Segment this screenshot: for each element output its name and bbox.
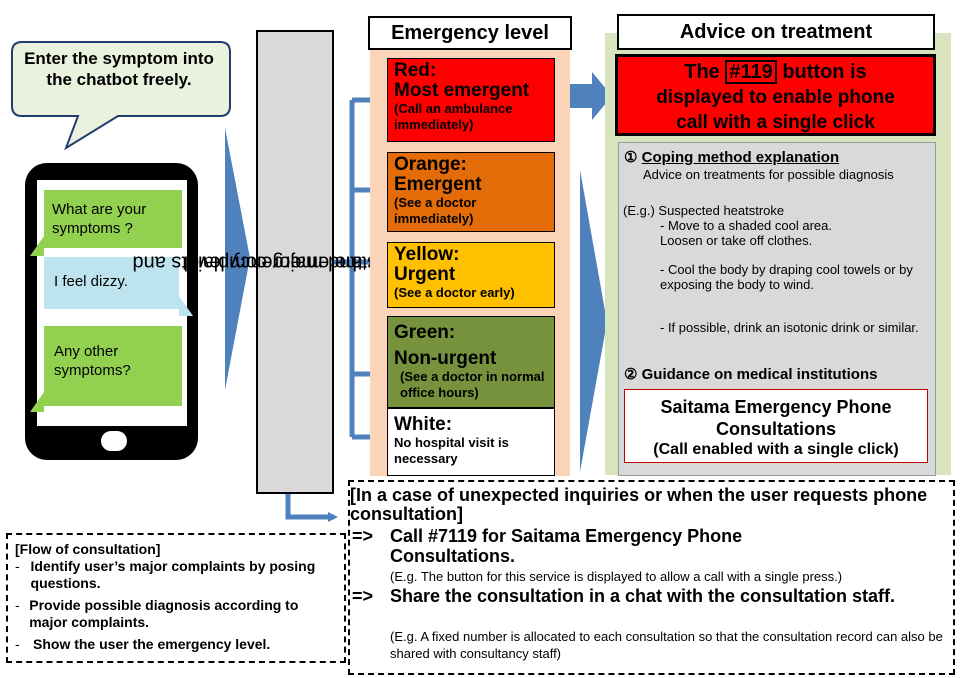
level-green: Green: Non-urgent (See a doctor in norma… [387,316,555,408]
coping-item: - If possible, drink an isotonic drink o… [660,320,919,335]
level-green-label: Non-urgent [394,348,497,369]
emergency-level-title: Emergency level [368,16,572,50]
guidance-heading: ② Guidance on medical institutions [624,366,878,383]
level-yellow: Yellow: Urgent (See a doctor early) [387,242,555,308]
level-red-name: Red: [394,60,437,81]
bubble-text: Enter the symptom into the chatbot freel… [24,49,214,89]
level-orange-name: Orange: [394,154,467,175]
option-share-chat: =>Share the consultation in a chat with … [352,586,896,606]
button-119[interactable]: #119 [725,60,777,84]
level-orange-label: Emergent [394,174,482,195]
level-red: Red: Most emergent (Call an ambulance im… [387,58,555,142]
advice-title: Advice on treatment [617,14,935,50]
guidance-box-title: Saitama Emergency Phone Consultations [660,397,892,439]
coping-heading: ① Coping method explanation [624,149,840,166]
coping-item: - Cool the body by draping cool towels o… [660,262,913,292]
level-green-name: Green: [394,322,456,343]
chat-bubble-bot-question: What are your symptoms ? [44,190,182,248]
speech-bubble [11,41,231,151]
example-heading: (E.g.) Suspected heatstroke [623,203,785,218]
unexpected-box [348,480,955,675]
arrow-red-to-call [558,72,612,120]
flow-item: -Show the user the emergency level. [15,636,271,652]
option-call-7119-note: (E.g. The button for this service is dis… [390,569,843,584]
process-box [256,30,334,494]
level-white: White: No hospital visit is necessary [387,408,555,476]
chat-bubble-user-answer: I feel dizzy. [44,257,179,309]
call-box-line3: call with a single click [676,112,875,133]
flow-title: [Flow of consultation] [15,541,161,557]
call-box-pre: The [684,61,720,83]
guidance-box-note: (Call enabled with a single click) [653,441,899,458]
saitama-call-button[interactable]: Saitama Emergency Phone Consultations (C… [624,389,928,463]
level-green-note: (See a doctor in normal office hours) [400,369,545,400]
phone-home-button [101,431,127,451]
level-yellow-note: (See a doctor early) [394,285,515,300]
level-orange-note: (See a doctor immediately) [394,195,477,226]
call-119-box: The #119 button is displayed to enable p… [615,54,936,136]
level-white-note: No hospital visit is necessary [394,435,509,466]
call-box-line2: displayed to enable phone [656,87,895,108]
level-red-label: Most emergent [394,80,530,101]
level-red-note: (Call an ambulance immediately) [394,101,513,132]
arrow-to-advice [580,170,607,472]
call-box-post: button is [782,61,867,83]
flow-item: -Identify user’s major complaints by pos… [15,558,316,591]
coping-item: - Move to a shaded cool area. Loosen or … [660,218,832,248]
flow-item: -Provide possible diagnosis according to… [15,597,299,630]
level-orange: Orange: Emergent (See a doctor immediate… [387,152,555,232]
option-share-chat-note: (E.g. A fixed number is allocated to eac… [390,629,943,661]
option-call-7119: =>Call #7119 for Saitama Emergency Phone… [352,526,743,566]
arrow-to-process [225,128,250,390]
level-white-name: White: [394,414,453,435]
chat-bubble-bot-followup: Any other symptoms? [44,326,182,406]
level-yellow-name: Yellow: [394,244,460,265]
level-yellow-label: Urgent [394,264,456,285]
flow-box [6,533,346,663]
coping-subtitle: Advice on treatments for possible diagno… [643,167,894,182]
unexpected-title: [In a case of unexpected inquiries or wh… [350,485,928,524]
